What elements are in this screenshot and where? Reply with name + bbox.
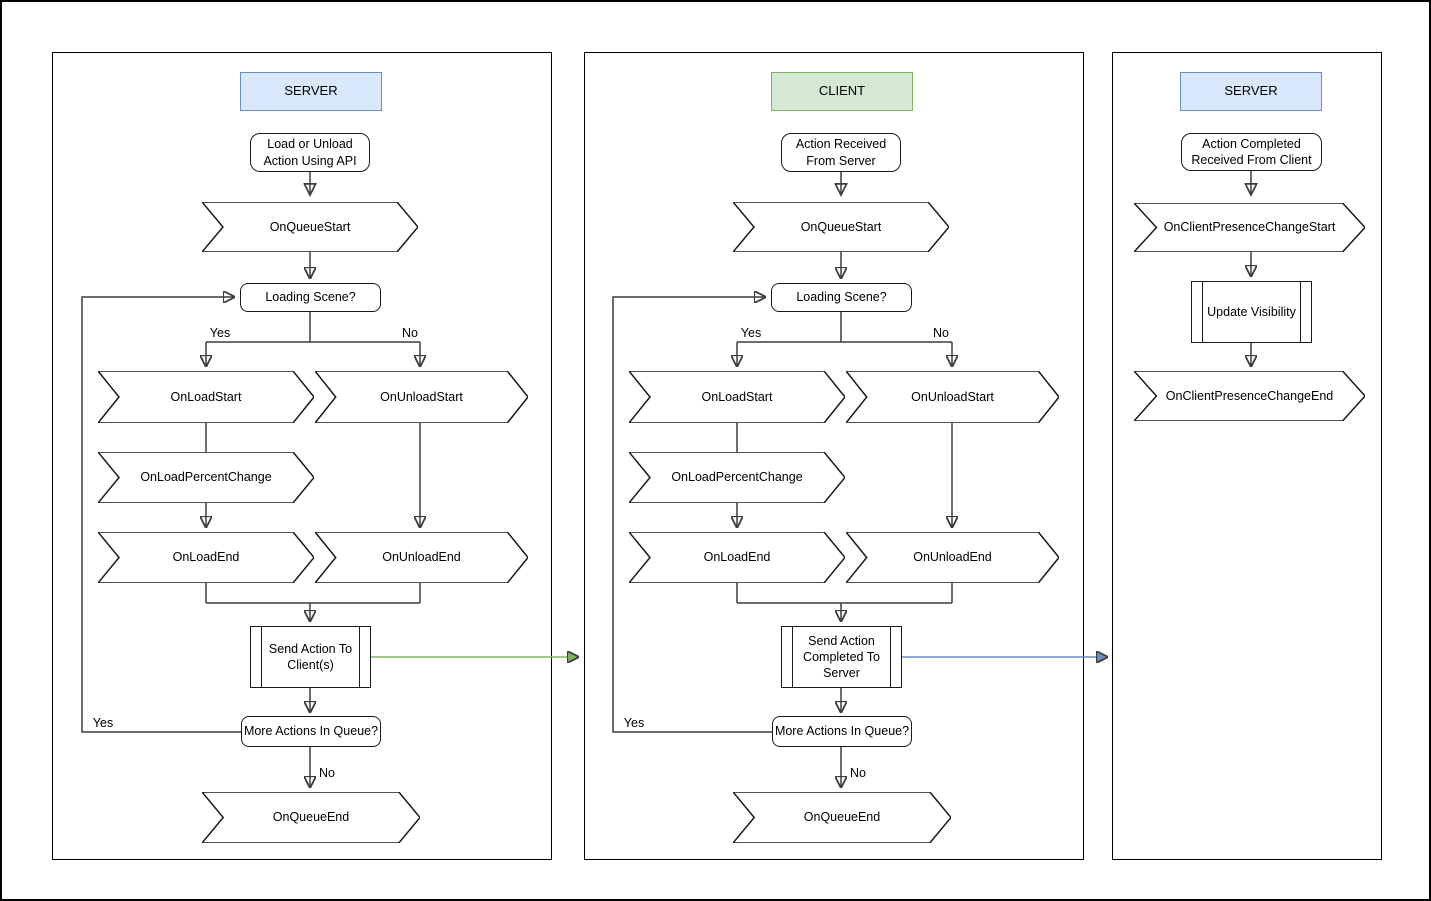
process-send-action-to-clients: Send Action To Client(s) <box>250 626 371 688</box>
flow-step-onloadend-server: OnLoadEnd <box>98 532 314 583</box>
process-send-action-completed: Send Action Completed To Server <box>781 626 902 688</box>
step-label: OnQueueStart <box>269 219 351 234</box>
start-node-action-completed-received: Action Completed Received From Client <box>1181 133 1322 171</box>
client-header: CLIENT <box>771 72 913 111</box>
decision-label: More Actions In Queue? <box>774 724 910 739</box>
flow-step-onunloadend-client: OnUnloadEnd <box>846 532 1059 583</box>
step-label: OnClientPresenceChangeStart <box>1163 220 1336 235</box>
step-label: OnClientPresenceChangeEnd <box>1165 388 1334 403</box>
step-shape <box>1134 203 1365 252</box>
flow-step-onunloadend-server: OnUnloadEnd <box>315 532 528 583</box>
flow-step-onqueuestart-server: OnQueueStart <box>202 202 418 252</box>
step-label: OnLoadStart <box>170 389 242 404</box>
flow-step-onunloadstart-client: OnUnloadStart <box>846 371 1059 423</box>
flow-step-onclientpresencechangeend: OnClientPresenceChangeEnd <box>1134 371 1365 421</box>
step-label: OnQueueEnd <box>272 810 350 825</box>
step-shape <box>1134 371 1365 421</box>
step-label: OnUnloadEnd <box>913 550 992 565</box>
step-label: OnUnloadEnd <box>382 550 461 565</box>
double-bar-right <box>1300 282 1301 342</box>
double-bar-right <box>359 627 360 687</box>
step-shape <box>733 792 951 843</box>
flow-step-onloadstart-server: OnLoadStart <box>98 371 314 423</box>
flow-step-onunloadstart-server: OnUnloadStart <box>315 371 528 423</box>
start-node-label: Load or Unload Action Using API <box>263 137 357 168</box>
start-node-action-received: Action Received From Server <box>781 133 901 172</box>
decision-label: More Actions In Queue? <box>243 724 379 739</box>
double-bar-left <box>1202 282 1203 342</box>
edge-label-no: No <box>402 326 418 340</box>
flow-step-onloadpercentchange-client: OnLoadPercentChange <box>629 452 845 503</box>
step-label: OnQueueStart <box>800 219 882 234</box>
panel-server-queue <box>52 52 552 860</box>
edge-label-no: No <box>933 326 949 340</box>
step-shape <box>315 371 528 423</box>
step-label: OnLoadEnd <box>703 550 771 565</box>
double-bar-right <box>890 627 891 687</box>
process-update-visibility: Update Visibility <box>1191 281 1312 343</box>
decision-label: Loading Scene? <box>796 290 887 305</box>
decision-label: Loading Scene? <box>265 290 356 305</box>
process-label: Send Action To Client(s) <box>268 641 353 672</box>
flow-step-onqueuestart-client: OnQueueStart <box>733 202 949 252</box>
step-label: OnLoadPercentChange <box>140 470 272 485</box>
decision-loading-scene-server: Loading Scene? <box>240 283 381 312</box>
server-header: SERVER <box>240 72 382 111</box>
process-label: Update Visibility <box>1207 304 1296 319</box>
step-label: OnQueueEnd <box>803 810 881 825</box>
edge-label-no: No <box>319 766 335 780</box>
edge-label-no: No <box>850 766 866 780</box>
step-label: OnLoadEnd <box>172 550 240 565</box>
start-node-label: Action Completed Received From Client <box>1191 136 1312 167</box>
flow-step-onqueueend-server: OnQueueEnd <box>202 792 420 843</box>
flow-step-onclientpresencechangestart: OnClientPresenceChangeStart <box>1134 203 1365 252</box>
edge-label-yes: Yes <box>92 716 114 730</box>
double-bar-left <box>792 627 793 687</box>
flow-step-onqueueend-client: OnQueueEnd <box>733 792 951 843</box>
step-shape <box>846 371 1059 423</box>
server-header-label: SERVER <box>1224 83 1278 99</box>
step-shape <box>846 532 1059 583</box>
process-label: Send Action Completed To Server <box>803 633 880 681</box>
step-label: OnLoadPercentChange <box>671 470 803 485</box>
flow-step-onloadstart-client: OnLoadStart <box>629 371 845 423</box>
client-header-label: CLIENT <box>818 83 866 99</box>
step-shape <box>202 792 420 843</box>
step-shape <box>202 202 418 252</box>
edge-label-yes: Yes <box>623 716 645 730</box>
panel-client-queue <box>584 52 1084 860</box>
server-presence-header: SERVER <box>1180 72 1322 111</box>
step-label: OnUnloadStart <box>911 389 994 404</box>
step-label: OnLoadStart <box>701 389 773 404</box>
server-header-label: SERVER <box>284 83 338 99</box>
decision-loading-scene-client: Loading Scene? <box>771 283 912 312</box>
start-node-label: Action Received From Server <box>795 137 887 168</box>
decision-more-actions-client: More Actions In Queue? <box>772 716 912 747</box>
start-node-load-unload: Load or Unload Action Using API <box>250 133 370 172</box>
step-shape <box>733 202 949 252</box>
panel-server-presence <box>1112 52 1382 860</box>
decision-more-actions-server: More Actions In Queue? <box>241 716 381 747</box>
double-bar-left <box>261 627 262 687</box>
step-shape <box>315 532 528 583</box>
edge-label-yes: Yes <box>209 326 231 340</box>
flow-step-onloadend-client: OnLoadEnd <box>629 532 845 583</box>
step-label: OnUnloadStart <box>380 389 463 404</box>
flow-step-onloadpercentchange-server: OnLoadPercentChange <box>98 452 314 503</box>
edge-label-yes: Yes <box>740 326 762 340</box>
